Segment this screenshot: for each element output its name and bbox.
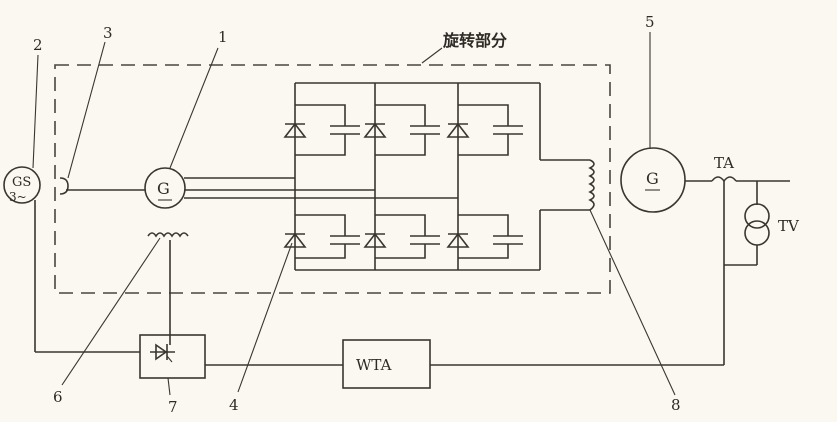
svg-text:8: 8 bbox=[671, 396, 681, 414]
svg-text:6: 6 bbox=[53, 388, 63, 406]
callout-leaders bbox=[32, 32, 676, 396]
ac-exciter: G bbox=[144, 167, 186, 209]
svg-text:3: 3 bbox=[103, 24, 113, 42]
capacitor-icon bbox=[375, 214, 440, 259]
svg-text:WTA: WTA bbox=[356, 356, 392, 374]
capacitor-icon bbox=[375, 104, 440, 156]
diode-icon bbox=[363, 122, 387, 138]
transformer-6 bbox=[147, 232, 189, 238]
tv-label: TV bbox=[778, 217, 800, 235]
svg-text:3~: 3~ bbox=[9, 190, 27, 204]
field-winding-coil bbox=[588, 159, 595, 211]
capacitor-icon bbox=[295, 214, 360, 259]
svg-text:G: G bbox=[646, 169, 659, 188]
svg-text:1: 1 bbox=[218, 28, 228, 46]
rotating-part-boundary bbox=[54, 64, 611, 294]
capacitor-icon bbox=[458, 214, 523, 259]
exciter-gs: GS 3~ bbox=[3, 166, 69, 204]
svg-text:7: 7 bbox=[168, 398, 178, 416]
svg-text:G: G bbox=[157, 179, 170, 198]
diode-icon bbox=[446, 122, 470, 138]
svg-text:GS: GS bbox=[12, 175, 31, 190]
svg-text:2: 2 bbox=[33, 36, 43, 54]
voltage-transformer-tv bbox=[724, 181, 770, 266]
svg-text:4: 4 bbox=[229, 396, 239, 414]
regulator-wta: WTA bbox=[342, 339, 431, 389]
rotating-part-label: 旋转部分 bbox=[442, 31, 507, 50]
diode-icon bbox=[363, 232, 387, 248]
diode-icon bbox=[283, 232, 307, 248]
rotating-rectifier-bridge bbox=[283, 82, 590, 271]
callout-numbers: 1 2 3 4 5 6 7 8 bbox=[33, 13, 681, 416]
rotating-part-leader bbox=[421, 47, 443, 64]
capacitor-icon bbox=[295, 104, 360, 156]
diode-icon bbox=[283, 122, 307, 138]
svg-text:5: 5 bbox=[645, 13, 655, 31]
diode-icon bbox=[446, 232, 470, 248]
capacitor-icon bbox=[458, 104, 523, 156]
main-generator: G bbox=[620, 147, 686, 213]
ta-label: TA bbox=[714, 154, 734, 172]
thyristor-unit bbox=[139, 334, 206, 379]
current-transformer-ta bbox=[711, 176, 737, 183]
